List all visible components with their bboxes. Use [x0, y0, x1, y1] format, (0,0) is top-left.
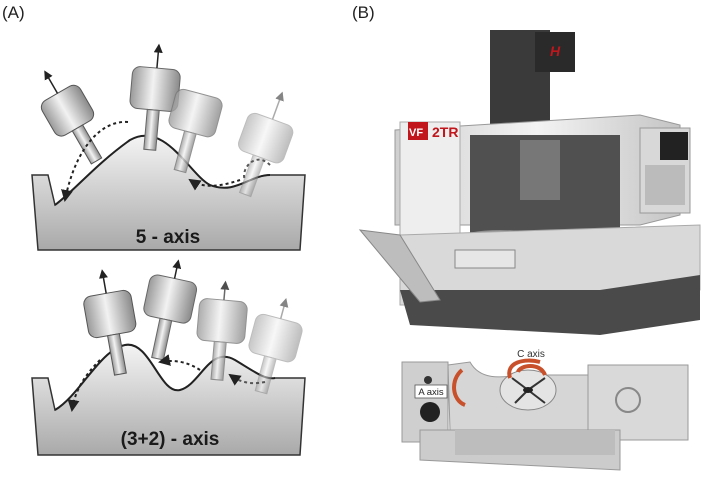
panel-a-label: (A): [2, 3, 25, 22]
trunnion-rotary-table: [401, 361, 689, 471]
svg-text:2TR: 2TR: [432, 124, 458, 140]
three-plus-two-axis-caption: (3+2) - axis: [121, 429, 220, 450]
panel-b-label: (B): [352, 3, 375, 22]
a-axis-label: A axis: [418, 387, 444, 398]
machine-logo: VF: [409, 127, 423, 139]
vertical-machining-center: H VF 2TR: [358, 30, 701, 335]
a-axis-rotation-arrow: [452, 368, 466, 407]
c-axis-label: C axis: [517, 349, 545, 360]
svg-text:H: H: [550, 43, 561, 59]
three-plus-two-axis-tools: [67, 259, 303, 412]
five-axis-caption: 5 - axis: [136, 227, 200, 248]
three-plus-two-axis-workpiece: [31, 343, 306, 456]
five-axis-tools: [40, 43, 294, 202]
c-axis-rotation-arrow: [507, 358, 547, 379]
a-axis-label-box: [414, 384, 448, 399]
